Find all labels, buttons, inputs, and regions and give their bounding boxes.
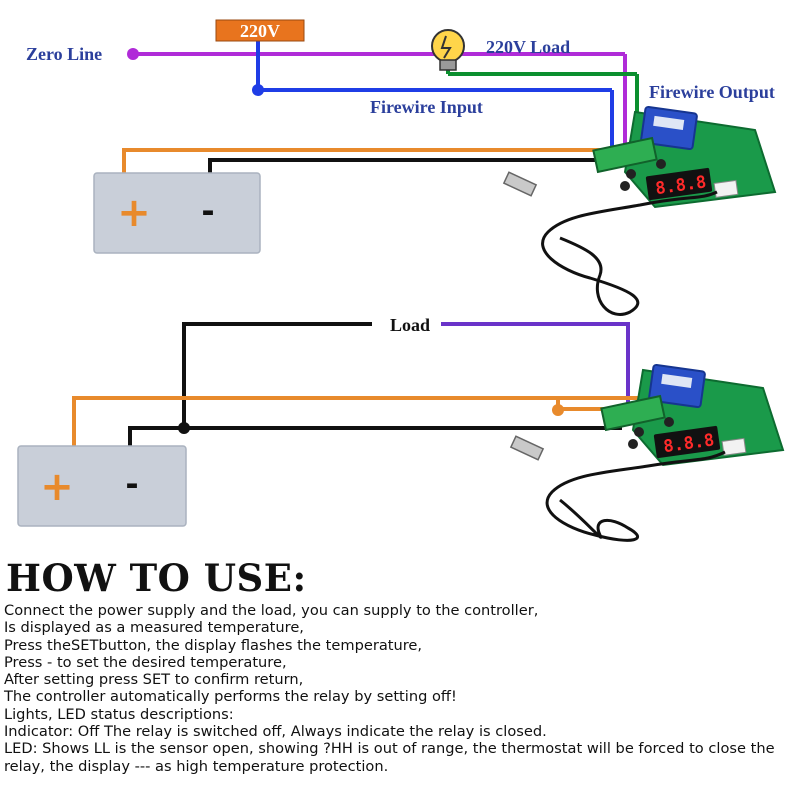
voltage-tag-label: 220V — [240, 21, 280, 41]
minus-sign: - — [201, 192, 214, 230]
zero-line-label: Zero Line — [26, 44, 102, 64]
bottom-minus-sign: - — [125, 465, 138, 503]
thermostat-board — [592, 105, 776, 208]
bottom-power-supply — [17, 445, 187, 527]
instruction-line: LED: Shows LL is the sensor open, showin… — [4, 740, 775, 775]
bulb-icon — [431, 29, 465, 71]
negative-wire — [208, 158, 600, 174]
instruction-line: The controller automatically performs th… — [4, 688, 457, 706]
temperature-probe — [502, 171, 718, 316]
plus-sign: + — [117, 190, 151, 236]
bottom-temperature-probe — [509, 435, 726, 542]
power-supply — [93, 172, 261, 254]
load-neutral-wire — [182, 322, 372, 428]
instructions-list: Connect the power supply and the load, y… — [4, 602, 800, 775]
wiring-diagram: 8.8.8 220V Zero Line 220V Load Firewire … — [17, 19, 784, 542]
firewire-output-label: Firewire Output — [649, 82, 775, 102]
load-label: Load — [390, 315, 430, 335]
instruction-line: Press - to set the desired temperature, — [4, 653, 287, 671]
load-220v-label: 220V Load — [486, 37, 570, 57]
firewire-input-label: Firewire Input — [370, 97, 483, 117]
how-to-use-heading: HOW TO USE: — [6, 556, 307, 600]
instruction-line: Indicator: Off The relay is switched off… — [4, 723, 547, 741]
load-output-wire — [441, 322, 630, 408]
voltage-tag — [215, 19, 305, 42]
instruction-line: Press theSETbutton, the display flashes … — [4, 636, 423, 654]
instruction-line: Lights, LED status descriptions: — [4, 705, 234, 723]
bottom-negative-wire — [128, 418, 622, 447]
instruction-line: After setting press SET to confirm retur… — [4, 671, 304, 689]
bottom-plus-sign: + — [40, 464, 74, 510]
zero-line-dot — [127, 48, 139, 60]
instruction-line: Connect the power supply and the load, y… — [4, 602, 539, 619]
instruction-line: Is displayed as a measured temperature, — [4, 619, 304, 637]
